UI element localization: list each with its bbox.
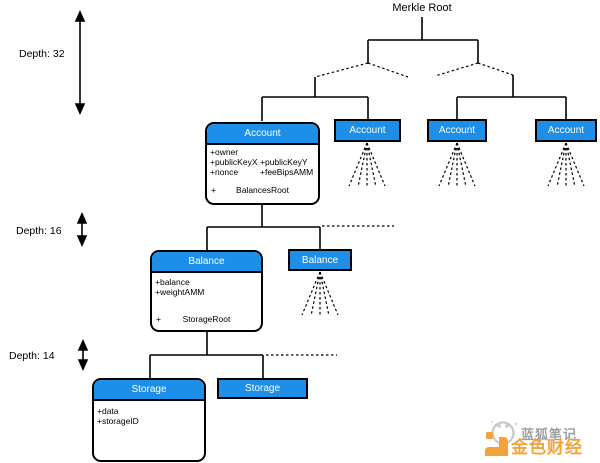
- storage-root-row: + StorageRoot: [152, 314, 261, 324]
- field-nonce: +nonce: [210, 167, 239, 177]
- solid-branches: [149, 17, 567, 378]
- merkle-root-label: Merkle Root: [392, 2, 452, 14]
- field-owner: +owner: [210, 147, 239, 157]
- golden-finance-logo-icon: [485, 432, 508, 456]
- account-leaf-label-2: Account: [438, 125, 476, 136]
- balance-leaf-node: Balance: [288, 249, 352, 271]
- field-publickeyx: +publicKeyX: [210, 157, 258, 167]
- depth-32-arrow: [74, 10, 86, 115]
- field-weightamm: +weightAMM: [155, 287, 205, 297]
- depth-32-label: Depth: 32: [19, 48, 65, 60]
- storage-root-prefix: +: [156, 314, 161, 324]
- field-publickeyy: +publicKeyY: [260, 157, 308, 167]
- watermark-bluefox-text: 蓝狐笔记: [521, 427, 578, 442]
- storage-root-label: StorageRoot: [182, 314, 231, 324]
- account-leaf-node-2: Account: [427, 119, 487, 142]
- account-leaf-label-3: Account: [547, 125, 585, 136]
- balances-root-prefix: +: [211, 185, 216, 195]
- depth-16-label: Depth: 16: [16, 225, 62, 237]
- account-leaf-node-1: Account: [334, 119, 401, 142]
- depth-14-arrow: [77, 339, 89, 371]
- depth-14-label: Depth: 14: [9, 350, 55, 362]
- account-detail-title: Account: [207, 124, 318, 145]
- field-storageid: +storageID: [97, 416, 139, 426]
- account-leaf-label-1: Account: [349, 125, 386, 136]
- field-feebipsamm: +feeBipsAMM: [260, 167, 314, 177]
- balances-root-label: BalancesRoot: [236, 185, 289, 195]
- field-data: +data: [97, 406, 119, 416]
- dashed-elided-branches: [266, 62, 585, 356]
- depth-16-arrow: [76, 212, 88, 247]
- storage-detail-node: Storage +data +storageID: [92, 378, 206, 462]
- storage-detail-title: Storage: [94, 380, 204, 401]
- account-detail-node: Account +owner +publicKeyX +publicKeyY +…: [205, 122, 320, 205]
- balances-root-row: + BalancesRoot: [207, 185, 318, 195]
- field-balance: +balance: [155, 277, 190, 287]
- account-leaf-node-3: Account: [535, 119, 597, 142]
- balance-detail-title: Balance: [152, 252, 261, 273]
- balance-detail-node: Balance +balance +weightAMM + StorageRoo…: [150, 250, 263, 332]
- balance-leaf-label: Balance: [301, 254, 339, 266]
- storage-leaf-node: Storage: [217, 378, 308, 399]
- watermark-golden-text: 金色财经: [511, 438, 583, 457]
- storage-leaf-label: Storage: [244, 383, 281, 394]
